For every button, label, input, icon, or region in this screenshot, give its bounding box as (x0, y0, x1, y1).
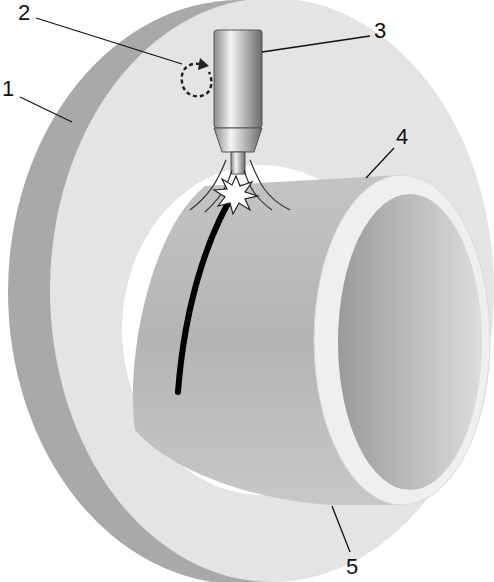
flange-face (50, 0, 494, 582)
callout-number: 5 (346, 556, 358, 578)
rotation-arrow (198, 58, 209, 70)
torch-nozzle (214, 128, 262, 152)
pipe-bore (338, 194, 482, 490)
rotation-symbol (182, 64, 212, 97)
callout-number: 3 (374, 20, 386, 42)
welding-arc (214, 176, 258, 214)
leader-lines (20, 18, 394, 552)
weld-seam (178, 190, 236, 392)
callout-number: 4 (396, 126, 408, 148)
pipe-end (314, 175, 490, 505)
callout-number: 2 (18, 2, 30, 24)
torch-tip (231, 152, 245, 174)
callout-number: 1 (2, 78, 14, 100)
welding-torch (214, 30, 262, 128)
